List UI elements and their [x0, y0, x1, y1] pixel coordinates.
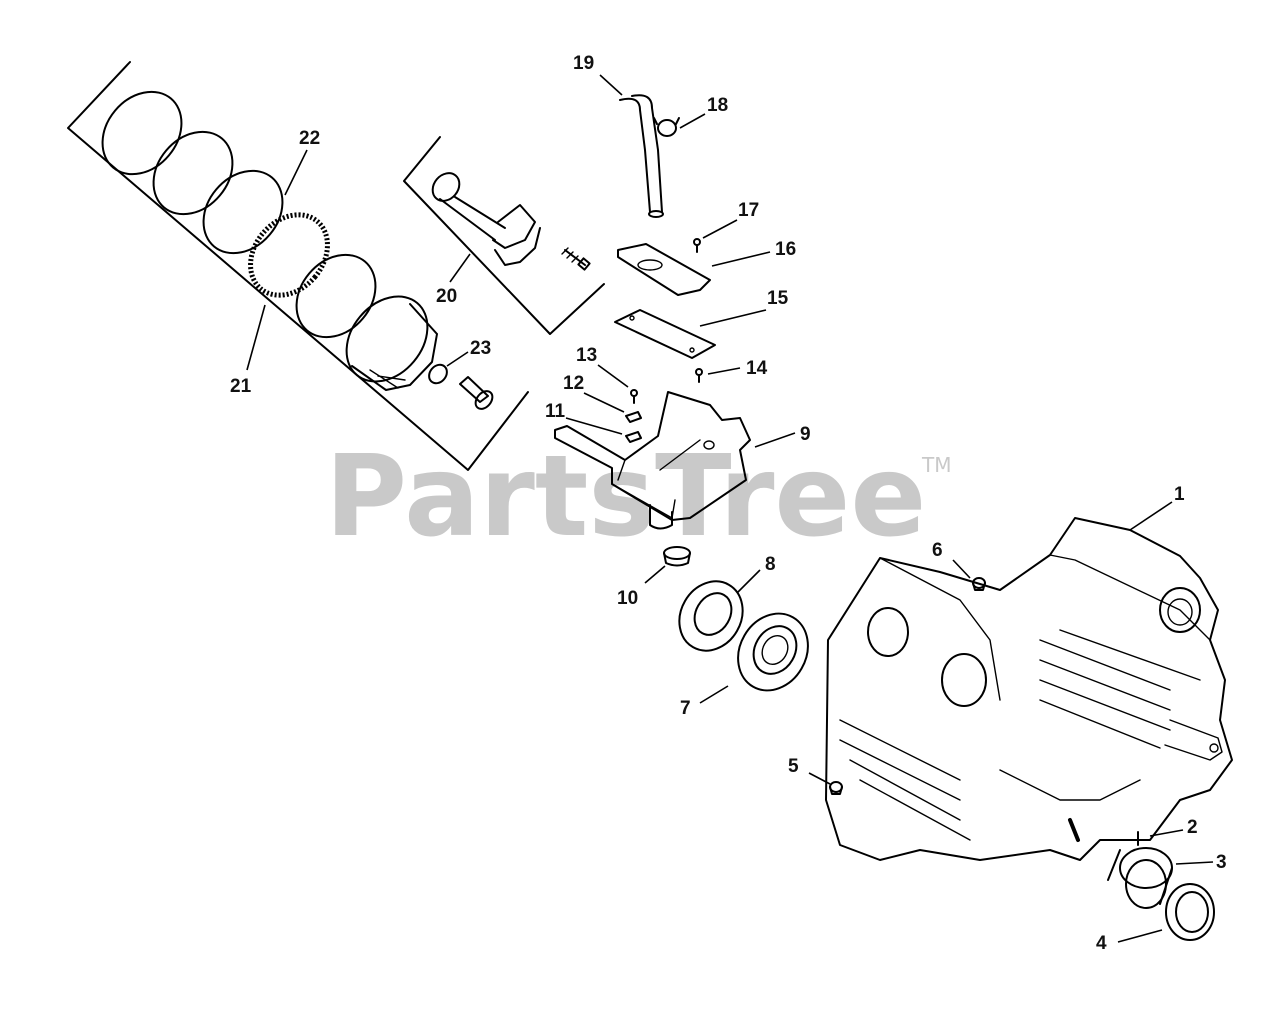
gasket[interactable] — [614, 309, 716, 359]
screw-17[interactable] — [693, 238, 701, 253]
ball-bearing[interactable] — [724, 601, 821, 703]
reed[interactable] — [625, 431, 642, 443]
watermark-text: PartsTree — [325, 432, 926, 562]
plug-5[interactable] — [829, 781, 843, 795]
oil-seal-4[interactable] — [1165, 883, 1215, 941]
piston-ring-2[interactable] — [137, 116, 248, 230]
breather-cover-plate[interactable] — [617, 243, 711, 296]
callout-17[interactable]: 17 — [738, 200, 759, 221]
piston-pin[interactable] — [459, 376, 496, 412]
screw-14[interactable] — [695, 368, 703, 383]
retaining-ring[interactable] — [425, 361, 450, 387]
callout-2[interactable]: 2 — [1187, 817, 1198, 838]
callout-11[interactable]: 11 — [545, 401, 566, 422]
callout-12[interactable]: 12 — [563, 373, 584, 394]
callout-21[interactable]: 21 — [230, 376, 252, 397]
callout-23[interactable]: 23 — [470, 338, 491, 359]
callout-18[interactable]: 18 — [707, 95, 728, 116]
piston-ring-5[interactable] — [280, 239, 391, 353]
piston-ring-3[interactable] — [187, 155, 298, 269]
breather-cover[interactable] — [554, 391, 751, 530]
callout-8[interactable]: 8 — [765, 554, 776, 575]
reed-stop[interactable] — [625, 411, 642, 423]
crankcase[interactable] — [825, 517, 1233, 861]
callout-20[interactable]: 20 — [436, 286, 457, 307]
callout-10[interactable]: 10 — [617, 588, 638, 609]
callout-7[interactable]: 7 — [680, 698, 691, 719]
watermark-trademark: TM — [921, 453, 951, 477]
callout-22[interactable]: 22 — [299, 128, 320, 149]
oil-seal-8[interactable] — [667, 570, 755, 662]
plug-6[interactable] — [972, 577, 986, 591]
callout-9[interactable]: 9 — [800, 424, 811, 445]
piston-ring-4[interactable] — [235, 199, 344, 310]
callout-19[interactable]: 19 — [573, 53, 594, 74]
callout-16[interactable]: 16 — [775, 239, 796, 260]
callout-15[interactable]: 15 — [767, 288, 789, 309]
callout-1[interactable]: 1 — [1174, 484, 1185, 505]
callout-labels: 1 2 3 4 5 6 7 8 9 10 11 12 13 14 15 16 1… — [230, 53, 1227, 954]
callout-5[interactable]: 5 — [788, 756, 799, 777]
sleeve-bearing[interactable] — [1107, 847, 1173, 909]
connecting-rod-kit-group — [403, 136, 605, 335]
grommet[interactable] — [663, 546, 691, 567]
callout-14[interactable]: 14 — [746, 358, 768, 379]
callout-3[interactable]: 3 — [1216, 852, 1227, 873]
screw-13[interactable] — [630, 389, 638, 404]
leader-lines — [246, 74, 1214, 943]
callout-13[interactable]: 13 — [576, 345, 597, 366]
piston[interactable] — [330, 280, 444, 397]
clamp[interactable] — [653, 117, 680, 137]
piston-ring-1[interactable] — [86, 76, 197, 190]
callout-6[interactable]: 6 — [932, 540, 943, 561]
rod-bolt[interactable] — [561, 247, 591, 271]
breather-hose[interactable] — [619, 94, 664, 218]
piston-ring-kit-group — [67, 61, 529, 471]
callout-4[interactable]: 4 — [1096, 933, 1107, 954]
connecting-rod[interactable] — [427, 168, 541, 266]
